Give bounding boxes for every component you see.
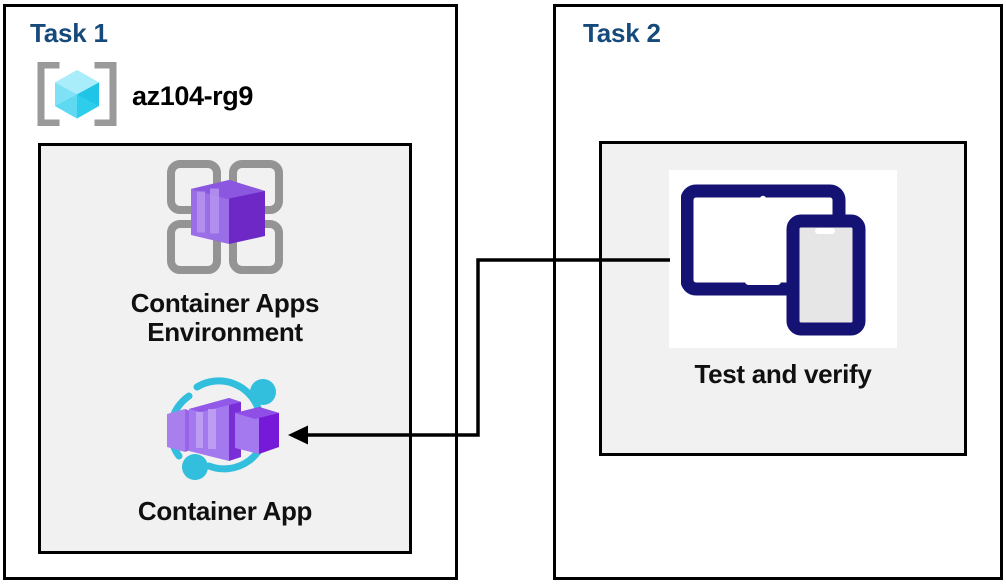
node-container-apps-environment: Container Apps Environment (58, 158, 392, 348)
task-2-title: Task 2 (583, 18, 661, 48)
container-app-label: Container App (137, 496, 313, 526)
container-apps-environment-icon (162, 158, 288, 283)
task-1-title: Task 1 (30, 18, 108, 48)
resource-group-row: az104-rg9 (36, 61, 253, 131)
test-and-verify-icon (680, 177, 886, 342)
node-container-app: Container App (58, 368, 392, 526)
test-and-verify-icon-plate (669, 170, 897, 348)
node-test-and-verify: Test and verify (619, 170, 947, 389)
test-and-verify-label: Test and verify (694, 359, 872, 389)
container-app-icon (145, 368, 305, 491)
resource-group-icon (36, 61, 118, 131)
container-apps-environment-label: Container Apps Environment (130, 288, 320, 348)
resource-group-label: az104-rg9 (132, 81, 253, 111)
